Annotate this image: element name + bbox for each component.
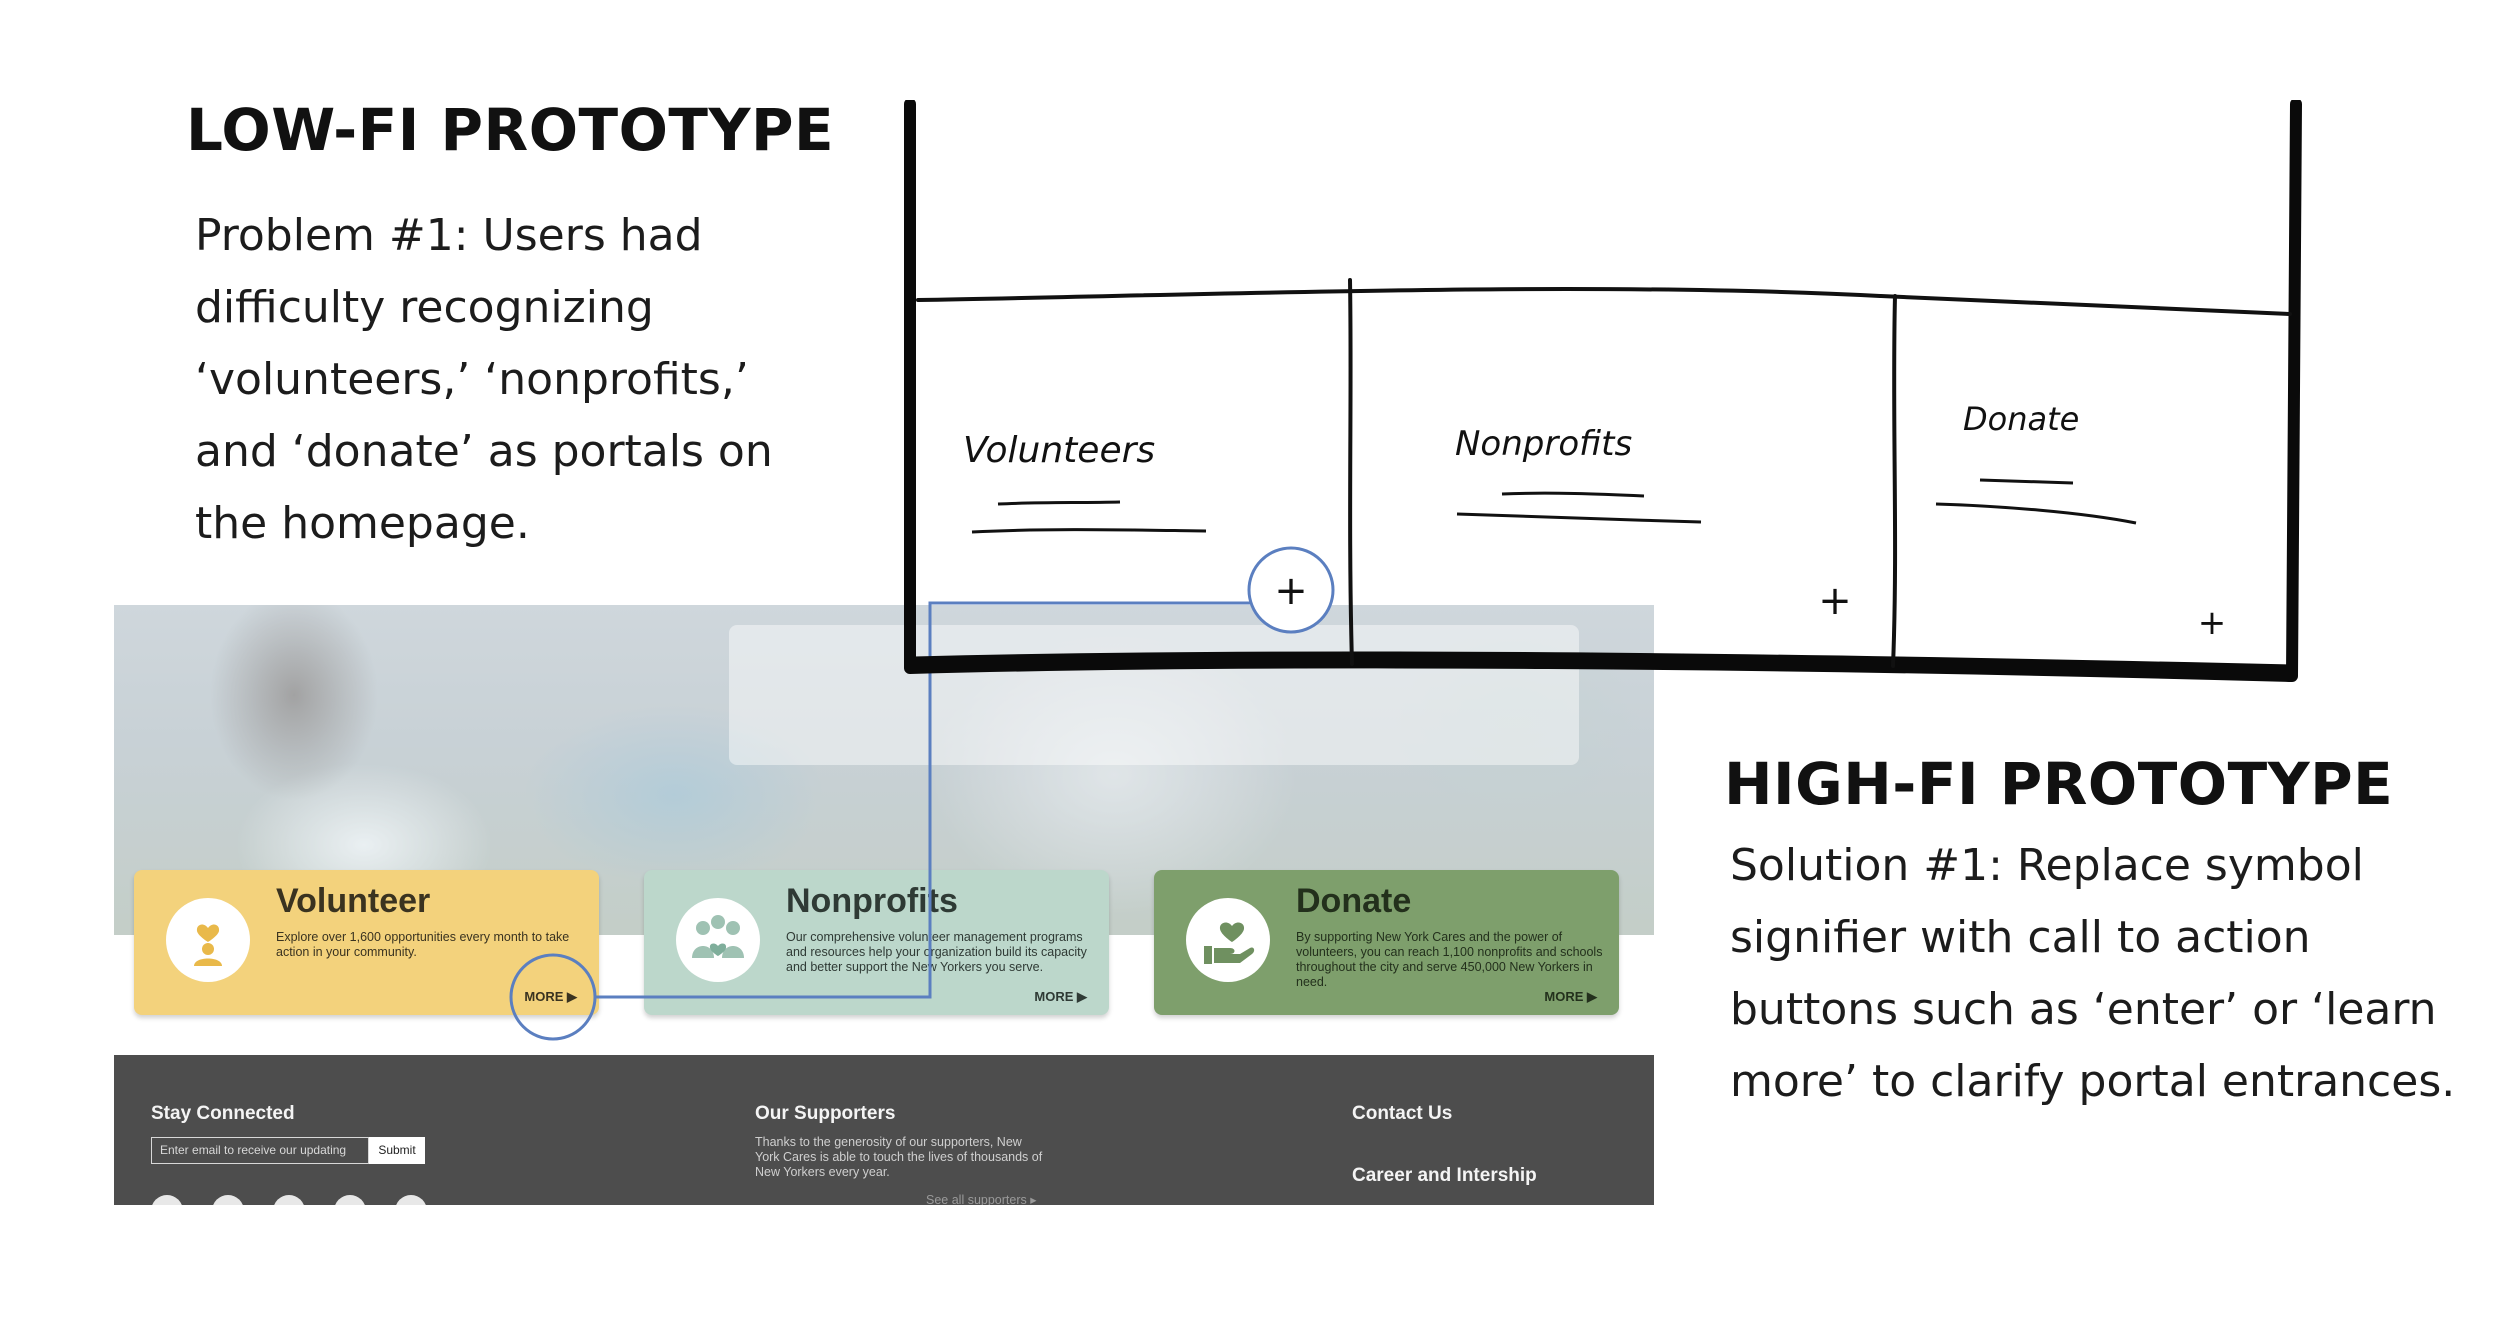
volunteer-heart-person-icon [166,898,250,982]
plus-icon: + [2198,603,2227,643]
sketch-label-nonprofits: Nonprofits [1455,424,1632,464]
volunteer-card[interactable]: Volunteer Explore over 1,600 opportuniti… [134,870,599,1015]
lofi-sketch: Volunteers Nonprofits Donate + + + [904,100,2302,682]
card-title: Volunteer [276,882,431,920]
nonprofits-card[interactable]: Nonprofits Our comprehensive volunteer m… [644,870,1109,1015]
sketch-label-volunteers: Volunteers [963,430,1155,471]
social-icon[interactable] [151,1195,183,1205]
more-button[interactable]: MORE ▶ [1034,989,1087,1004]
more-button[interactable]: MORE ▶ [1544,989,1597,1004]
supporters-text: Thanks to the generosity of our supporte… [755,1135,1043,1179]
plus-icon: + [1274,568,1308,614]
hifi-heading: HIGH-FI PROTOTYPE [1724,750,2394,818]
lofi-heading: LOW-FI PROTOTYPE [186,96,835,164]
group-heart-icon [676,898,760,982]
hifi-solution-text: Solution #1: Replace symbol signifier wi… [1730,840,2456,1107]
hand-heart-icon [1186,898,1270,982]
social-icon[interactable] [395,1195,427,1205]
more-highlight-circle [509,953,597,1041]
see-all-supporters-link[interactable]: See all supporters ▸ [926,1193,1037,1205]
connector-line [595,601,1265,999]
more-button[interactable]: MORE ▶ [524,989,577,1004]
hero-overlay-panel [729,625,1579,765]
card-title: Donate [1296,882,1412,920]
sketch-label-donate: Donate [1963,400,2079,438]
our-supporters-heading: Our Supporters [755,1103,896,1124]
email-input[interactable]: Enter email to receive our updating [151,1137,369,1164]
stay-connected-heading: Stay Connected [151,1103,295,1124]
lofi-problem-text: Problem #1: Users had difficulty recogni… [195,210,773,549]
career-link[interactable]: Career and Intership [1352,1165,1537,1186]
card-description: Explore over 1,600 opportunities every m… [276,930,570,959]
sketch-plus-highlight-circle [1247,546,1335,634]
social-icon[interactable] [334,1195,366,1205]
plus-icon: + [1818,578,1852,624]
card-description: By supporting New York Cares and the pow… [1296,930,1603,989]
site-footer: Stay Connected Enter email to receive ou… [114,1055,1654,1205]
submit-button[interactable]: Submit [369,1137,425,1164]
donate-card[interactable]: Donate By supporting New York Cares and … [1154,870,1619,1015]
social-icon[interactable] [212,1195,244,1205]
contact-us-link[interactable]: Contact Us [1352,1103,1453,1124]
social-icon[interactable] [273,1195,305,1205]
card-description: Our comprehensive volunteer management p… [786,930,1087,974]
